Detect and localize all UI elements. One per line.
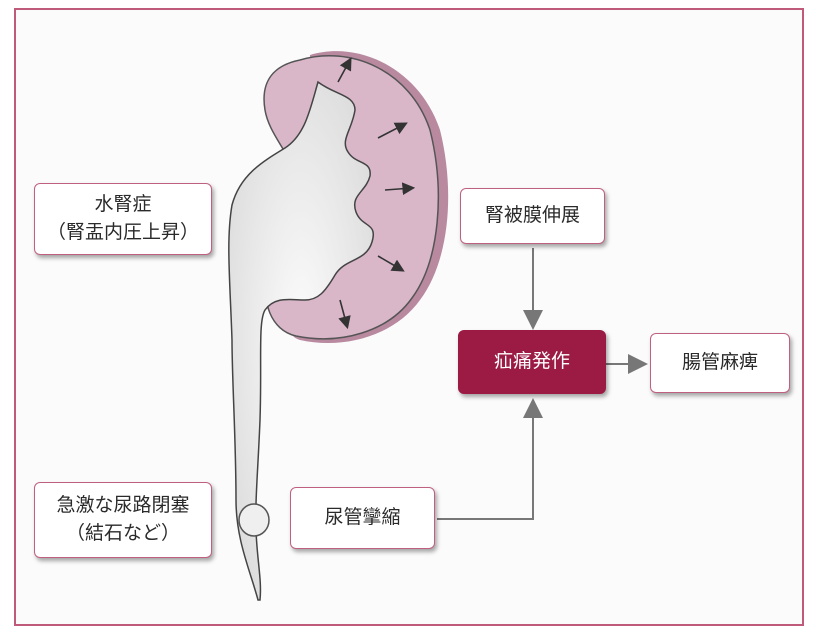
pelvic-pressure-label: （腎盂内圧上昇） (47, 219, 199, 247)
obstruction-box: 急激な尿路閉塞 （結石など） (34, 482, 212, 558)
colic-attack-box: 疝痛発作 (458, 330, 606, 394)
hydronephrosis-box: 水腎症 （腎盂内圧上昇） (34, 183, 212, 255)
ileus-label: 腸管麻痺 (682, 349, 758, 377)
capsule-stretch-box: 腎被膜伸展 (460, 188, 605, 244)
stone-example-label: （結石など） (66, 520, 180, 548)
capsule-stretch-label: 腎被膜伸展 (485, 202, 580, 230)
obstruction-label: 急激な尿路閉塞 (56, 492, 189, 520)
colic-attack-label: 疝痛発作 (494, 348, 570, 376)
stone (239, 504, 269, 536)
ureter-spasm-label: 尿管攣縮 (324, 504, 400, 532)
ileus-box: 腸管麻痺 (650, 333, 790, 393)
hydronephrosis-label: 水腎症 (94, 191, 151, 219)
ureter-spasm-box: 尿管攣縮 (290, 487, 435, 549)
